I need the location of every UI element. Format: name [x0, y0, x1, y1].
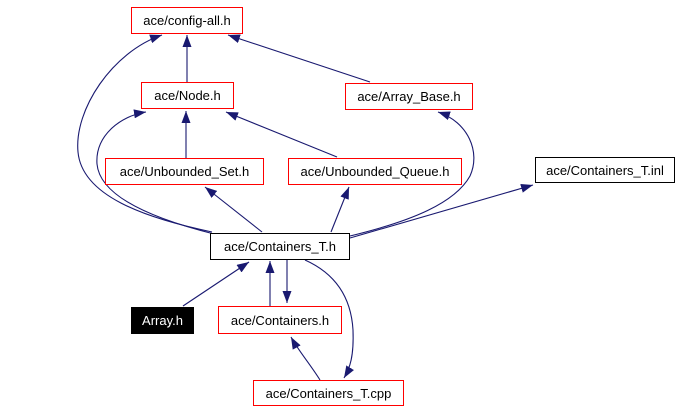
edge-ace-containers-t-h-to-ace-unbounded-queue-h: [330, 186, 350, 233]
node-ace-containers-t-h[interactable]: ace/Containers_T.h: [210, 233, 350, 260]
node-ace-containers-t-inl[interactable]: ace/Containers_T.inl: [535, 157, 675, 183]
edge-ace-unbounded-queue-h-to-ace-node-h: [225, 111, 338, 158]
node-ace-unbounded-set-h[interactable]: ace/Unbounded_Set.h: [105, 158, 264, 185]
node-ace-array-base-h[interactable]: ace/Array_Base.h: [345, 83, 473, 110]
edge-ace-containers-t-h-to-ace-unbounded-set-h: [204, 186, 263, 233]
edge-ace-containers-t-cpp-to-ace-containers-h: [290, 336, 321, 381]
edge-ace-containers-t-h-to-ace-containers-t-inl: [349, 184, 534, 239]
node-ace-containers-t-cpp[interactable]: ace/Containers_T.cpp: [253, 380, 404, 406]
node-ace-containers-h[interactable]: ace/Containers.h: [218, 306, 342, 334]
edge-ace-containers-t-h-to-ace-array-base-h: [349, 111, 475, 237]
edge-ace-array-base-h-to-ace-config-all-h: [227, 34, 371, 83]
edge-ace-containers-t-h-to-ace-containers-t-cpp: [304, 259, 355, 379]
node-ace-unbounded-queue-h[interactable]: ace/Unbounded_Queue.h: [288, 158, 462, 185]
node-array-h[interactable]: Array.h: [131, 307, 194, 334]
node-ace-node-h[interactable]: ace/Node.h: [141, 82, 234, 109]
edge-array-h-to-ace-containers-t-h: [182, 261, 250, 307]
edge-ace-containers-t-h-to-ace-node-h: [96, 109, 215, 235]
node-ace-config-all-h[interactable]: ace/config-all.h: [131, 7, 243, 34]
edge-ace-containers-t-h-to-ace-config-all-h: [77, 34, 213, 233]
